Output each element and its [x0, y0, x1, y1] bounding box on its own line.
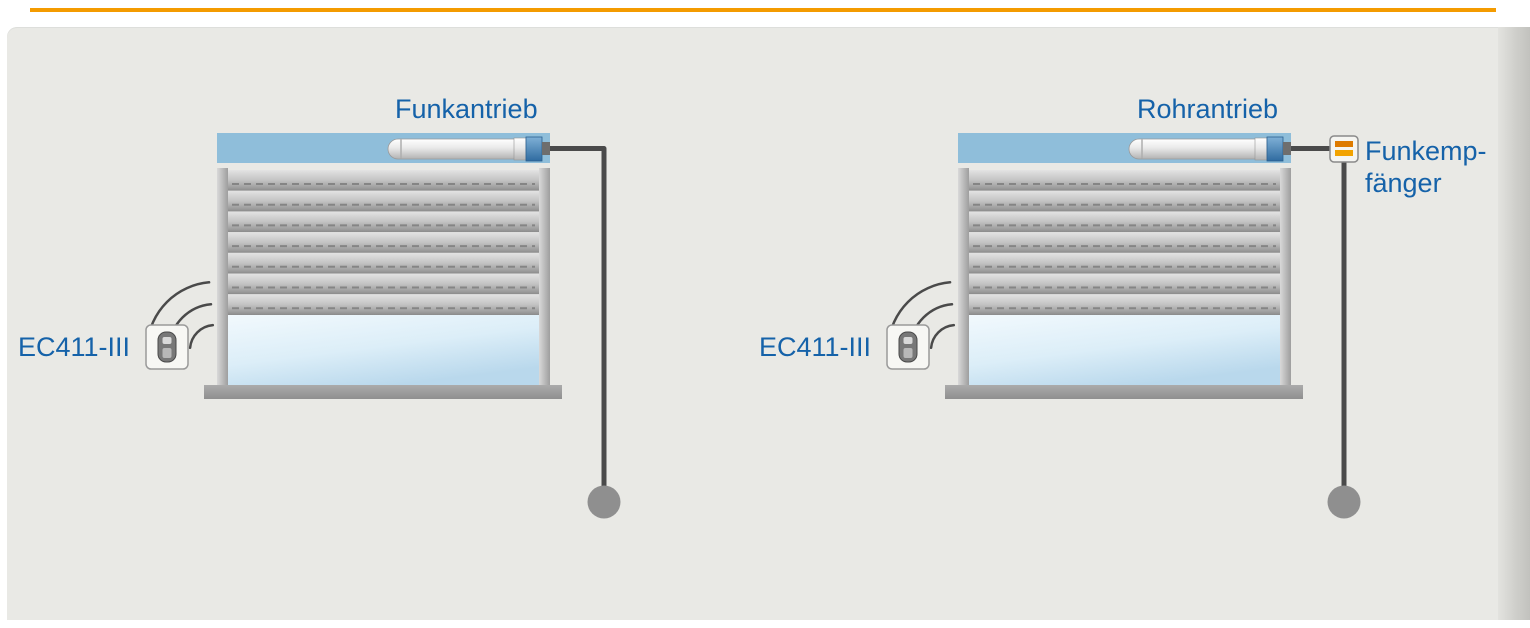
- remote-control-icon-left: [144, 281, 215, 371]
- header-accent-line: [30, 8, 1496, 12]
- remote-control-icon-right: [885, 281, 956, 371]
- panel-right-edge: [1498, 27, 1530, 620]
- cable-left: [540, 146, 607, 486]
- roller-shutter-left: [203, 132, 563, 400]
- remote-label-right: EC411-III: [759, 332, 872, 362]
- remote-label-left: EC411-III: [18, 332, 131, 362]
- right-diagram: [885, 132, 1361, 519]
- left-diagram-title: Funkantrieb: [395, 94, 538, 124]
- left-diagram: [144, 132, 621, 519]
- roller-shutter-right: [944, 132, 1304, 400]
- cable-end-plug-left: [587, 485, 621, 519]
- receiver-label-line2: fänger: [1365, 168, 1442, 198]
- right-diagram-title: Rohrantrieb: [1137, 94, 1279, 124]
- cable-end-plug-right: [1327, 485, 1361, 519]
- receiver-label-line1: Funkemp-: [1365, 136, 1487, 166]
- radio-receiver-icon: [1329, 135, 1359, 163]
